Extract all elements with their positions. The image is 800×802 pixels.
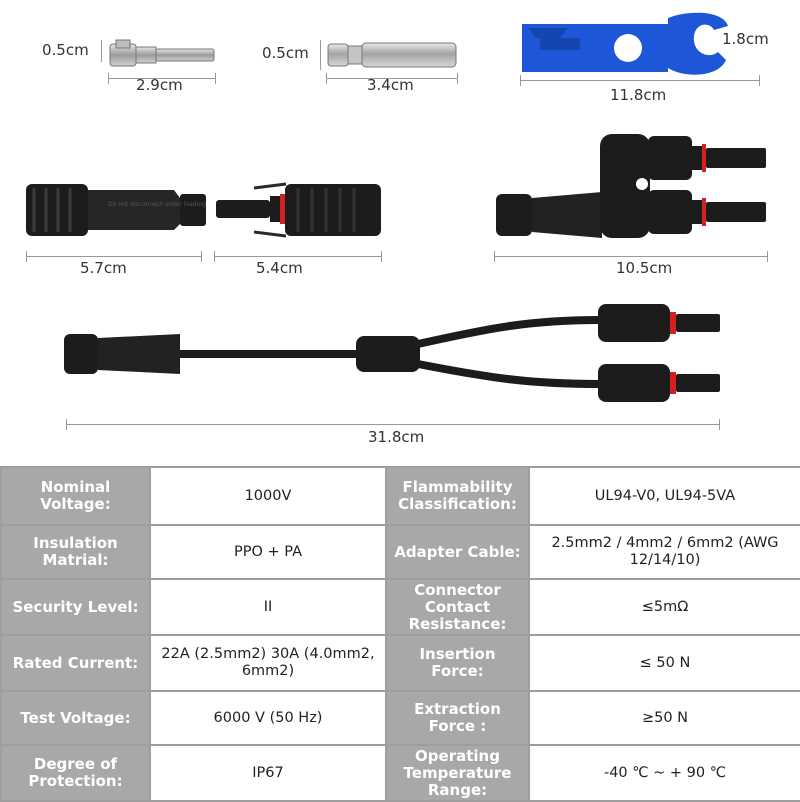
wrench-image: [522, 12, 728, 75]
spec-value: ≥50 N: [528, 690, 800, 746]
spec-label: Security Level:: [0, 578, 151, 636]
connector-warning-text: Do not disconnect under loading: [108, 201, 206, 208]
female-pin-length-line: [326, 73, 458, 84]
male-connector-length-label: 5.4cm: [256, 259, 303, 277]
spec-value: II: [149, 578, 387, 636]
spec-label: Adapter Cable:: [385, 524, 530, 580]
spec-value: IP67: [149, 744, 387, 802]
spec-row: Degree of Protection: IP67 Operating Tem…: [0, 744, 800, 802]
male-pin-length-label: 2.9cm: [136, 76, 183, 94]
spec-label: Nominal Voltage:: [0, 466, 151, 526]
spec-label: Rated Current:: [0, 634, 151, 692]
spec-label: Flammability Classification:: [385, 466, 530, 526]
spec-row: Rated Current: 22A (2.5mm2) 30A (4.0mm2,…: [0, 634, 800, 692]
y-cable-length-label: 31.8cm: [368, 428, 425, 446]
female-connector-image: Do not disconnect under loading: [26, 184, 206, 236]
wrench-length-line: [520, 75, 760, 86]
spec-value: PPO + PA: [149, 524, 387, 580]
spec-label: Test Voltage:: [0, 690, 151, 746]
y-cable-length-line: [66, 419, 720, 430]
male-connector-image: [216, 182, 381, 238]
spec-value: 22A (2.5mm2) 30A (4.0mm2, 6mm2): [149, 634, 387, 692]
spec-value: 2.5mm2 / 4mm2 / 6mm2 (AWG 12/14/10): [528, 524, 800, 580]
female-connector-length-line: [26, 251, 202, 262]
female-pin-diameter-tick: [320, 40, 321, 70]
spec-row: Test Voltage: 6000 V (50 Hz) Extraction …: [0, 690, 800, 746]
spec-value: -40 ℃ ~ + 90 ℃: [528, 744, 800, 802]
spec-value: UL94-V0, UL94-5VA: [528, 466, 800, 526]
spec-label: Extraction Force :: [385, 690, 530, 746]
male-pin-diameter-tick: [101, 40, 102, 62]
spec-table: Nominal Voltage: 1000V Flammability Clas…: [0, 466, 800, 802]
female-pin-image: [327, 42, 457, 68]
spec-row: Insulation Matrial: PPO + PA Adapter Cab…: [0, 524, 800, 580]
spec-label: Degree of Protection:: [0, 744, 151, 802]
spec-label: Connector Contact Resistance:: [385, 578, 530, 636]
wrench-length-label: 11.8cm: [610, 86, 667, 104]
male-pin-image: [109, 39, 215, 67]
female-pin-diameter-label: 0.5cm: [262, 44, 309, 62]
spec-value: ≤ 50 N: [528, 634, 800, 692]
y-cable-image: [64, 304, 720, 402]
male-connector-length-line: [214, 251, 382, 262]
female-pin-length-label: 3.4cm: [367, 76, 414, 94]
spec-label: Insulation Matrial:: [0, 524, 151, 580]
spec-label: Operating Temperature Range:: [385, 744, 530, 802]
spec-label: Insertion Force:: [385, 634, 530, 692]
male-pin-diameter-label: 0.5cm: [42, 41, 89, 59]
female-connector-length-label: 5.7cm: [80, 259, 127, 277]
spec-row: Nominal Voltage: 1000V Flammability Clas…: [0, 466, 800, 526]
branch-connector-length-label: 10.5cm: [616, 259, 673, 277]
branch-connector-length-line: [494, 251, 768, 262]
spec-value: 6000 V (50 Hz): [149, 690, 387, 746]
male-pin-length-line: [108, 73, 216, 84]
branch-connector-image: [496, 134, 766, 238]
spec-row: Security Level: II Connector Contact Res…: [0, 578, 800, 636]
spec-value: 1000V: [149, 466, 387, 526]
wrench-width-label: 1.8cm: [722, 30, 769, 48]
spec-value: ≤5mΩ: [528, 578, 800, 636]
